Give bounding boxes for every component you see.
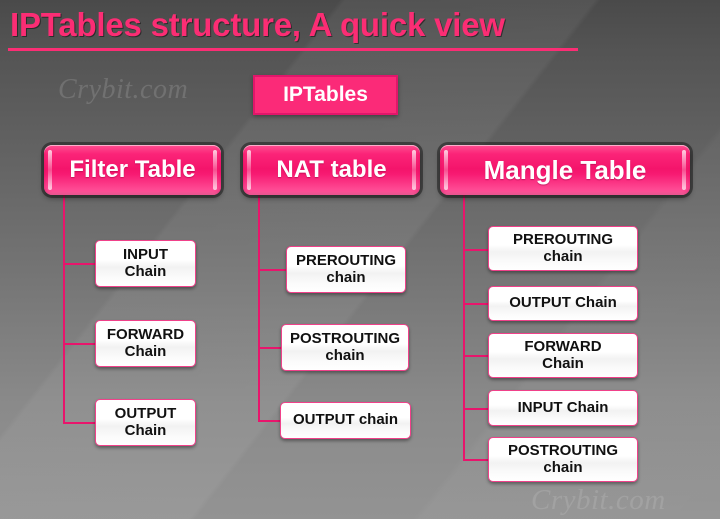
chain-box[interactable]: PREROUTING chain — [488, 226, 638, 271]
chain-label-line2: chain — [325, 346, 365, 364]
connector-mangle-output — [463, 303, 488, 305]
chain-box[interactable]: PREROUTING chain — [286, 246, 406, 293]
chain-box[interactable]: OUTPUT chain — [280, 402, 411, 439]
chain-box[interactable]: FORWARD Chain — [95, 320, 196, 367]
connector-filter-forward — [63, 343, 95, 345]
chain-box[interactable]: FORWARD Chain — [488, 333, 638, 378]
connector-nat-trunk — [258, 195, 260, 421]
node-nat-table[interactable]: NAT table — [243, 145, 420, 195]
connector-mangle-forward — [463, 355, 488, 357]
connector-nat-prerouting — [258, 269, 286, 271]
chain-label-line1: POSTROUTING — [507, 441, 618, 459]
node-iptables[interactable]: IPTables — [253, 75, 398, 115]
connector-mangle-trunk — [463, 195, 465, 461]
chain-label-line2: chain — [543, 247, 583, 265]
chain-label-line2: chain — [326, 268, 366, 286]
chain-label-line2: Chain — [124, 342, 167, 360]
chain-label-line1: FORWARD — [106, 325, 185, 343]
title-underline — [8, 48, 578, 51]
chain-box[interactable]: POSTROUTING chain — [488, 437, 638, 482]
chain-label-line1: OUTPUT Chain — [509, 294, 617, 312]
chain-box[interactable]: INPUT Chain — [488, 390, 638, 426]
chain-label-line1: FORWARD — [524, 337, 602, 355]
chain-label-line1: OUTPUT chain — [292, 411, 398, 429]
chain-box[interactable]: INPUT Chain — [95, 240, 196, 287]
watermark-top: Crybit.com — [58, 74, 189, 105]
watermark-bottom: Crybit.com — [531, 484, 666, 516]
chain-label-line2: Chain — [124, 421, 167, 439]
connector-mangle-postrouting — [463, 459, 488, 461]
page-title: IPTables structure, A quick view — [10, 6, 505, 43]
chain-box[interactable]: OUTPUT Chain — [95, 399, 196, 446]
connector-filter-output — [63, 422, 95, 424]
chain-label-line1: POSTROUTING — [289, 329, 400, 347]
chain-label-line2: chain — [543, 458, 583, 476]
chain-label-line1: INPUT Chain — [517, 398, 609, 416]
connector-filter-input — [63, 263, 95, 265]
chain-label-line1: PREROUTING — [512, 230, 613, 248]
node-mangle-table[interactable]: Mangle Table — [440, 145, 690, 195]
chain-box[interactable]: OUTPUT Chain — [488, 286, 638, 321]
connector-filter-trunk — [63, 195, 65, 424]
chain-label-line1: PREROUTING — [295, 251, 396, 269]
chain-box[interactable]: POSTROUTING chain — [281, 324, 409, 371]
chain-label-line2: Chain — [542, 354, 584, 372]
chain-label-line1: INPUT — [123, 245, 168, 263]
connector-nat-postrouting — [258, 347, 282, 349]
node-filter-table[interactable]: Filter Table — [44, 145, 221, 195]
connector-mangle-prerouting — [463, 249, 488, 251]
chain-label-line2: Chain — [124, 262, 167, 280]
connector-nat-output — [258, 420, 280, 422]
connector-mangle-input — [463, 408, 488, 410]
chain-label-line1: OUTPUT — [114, 404, 177, 422]
